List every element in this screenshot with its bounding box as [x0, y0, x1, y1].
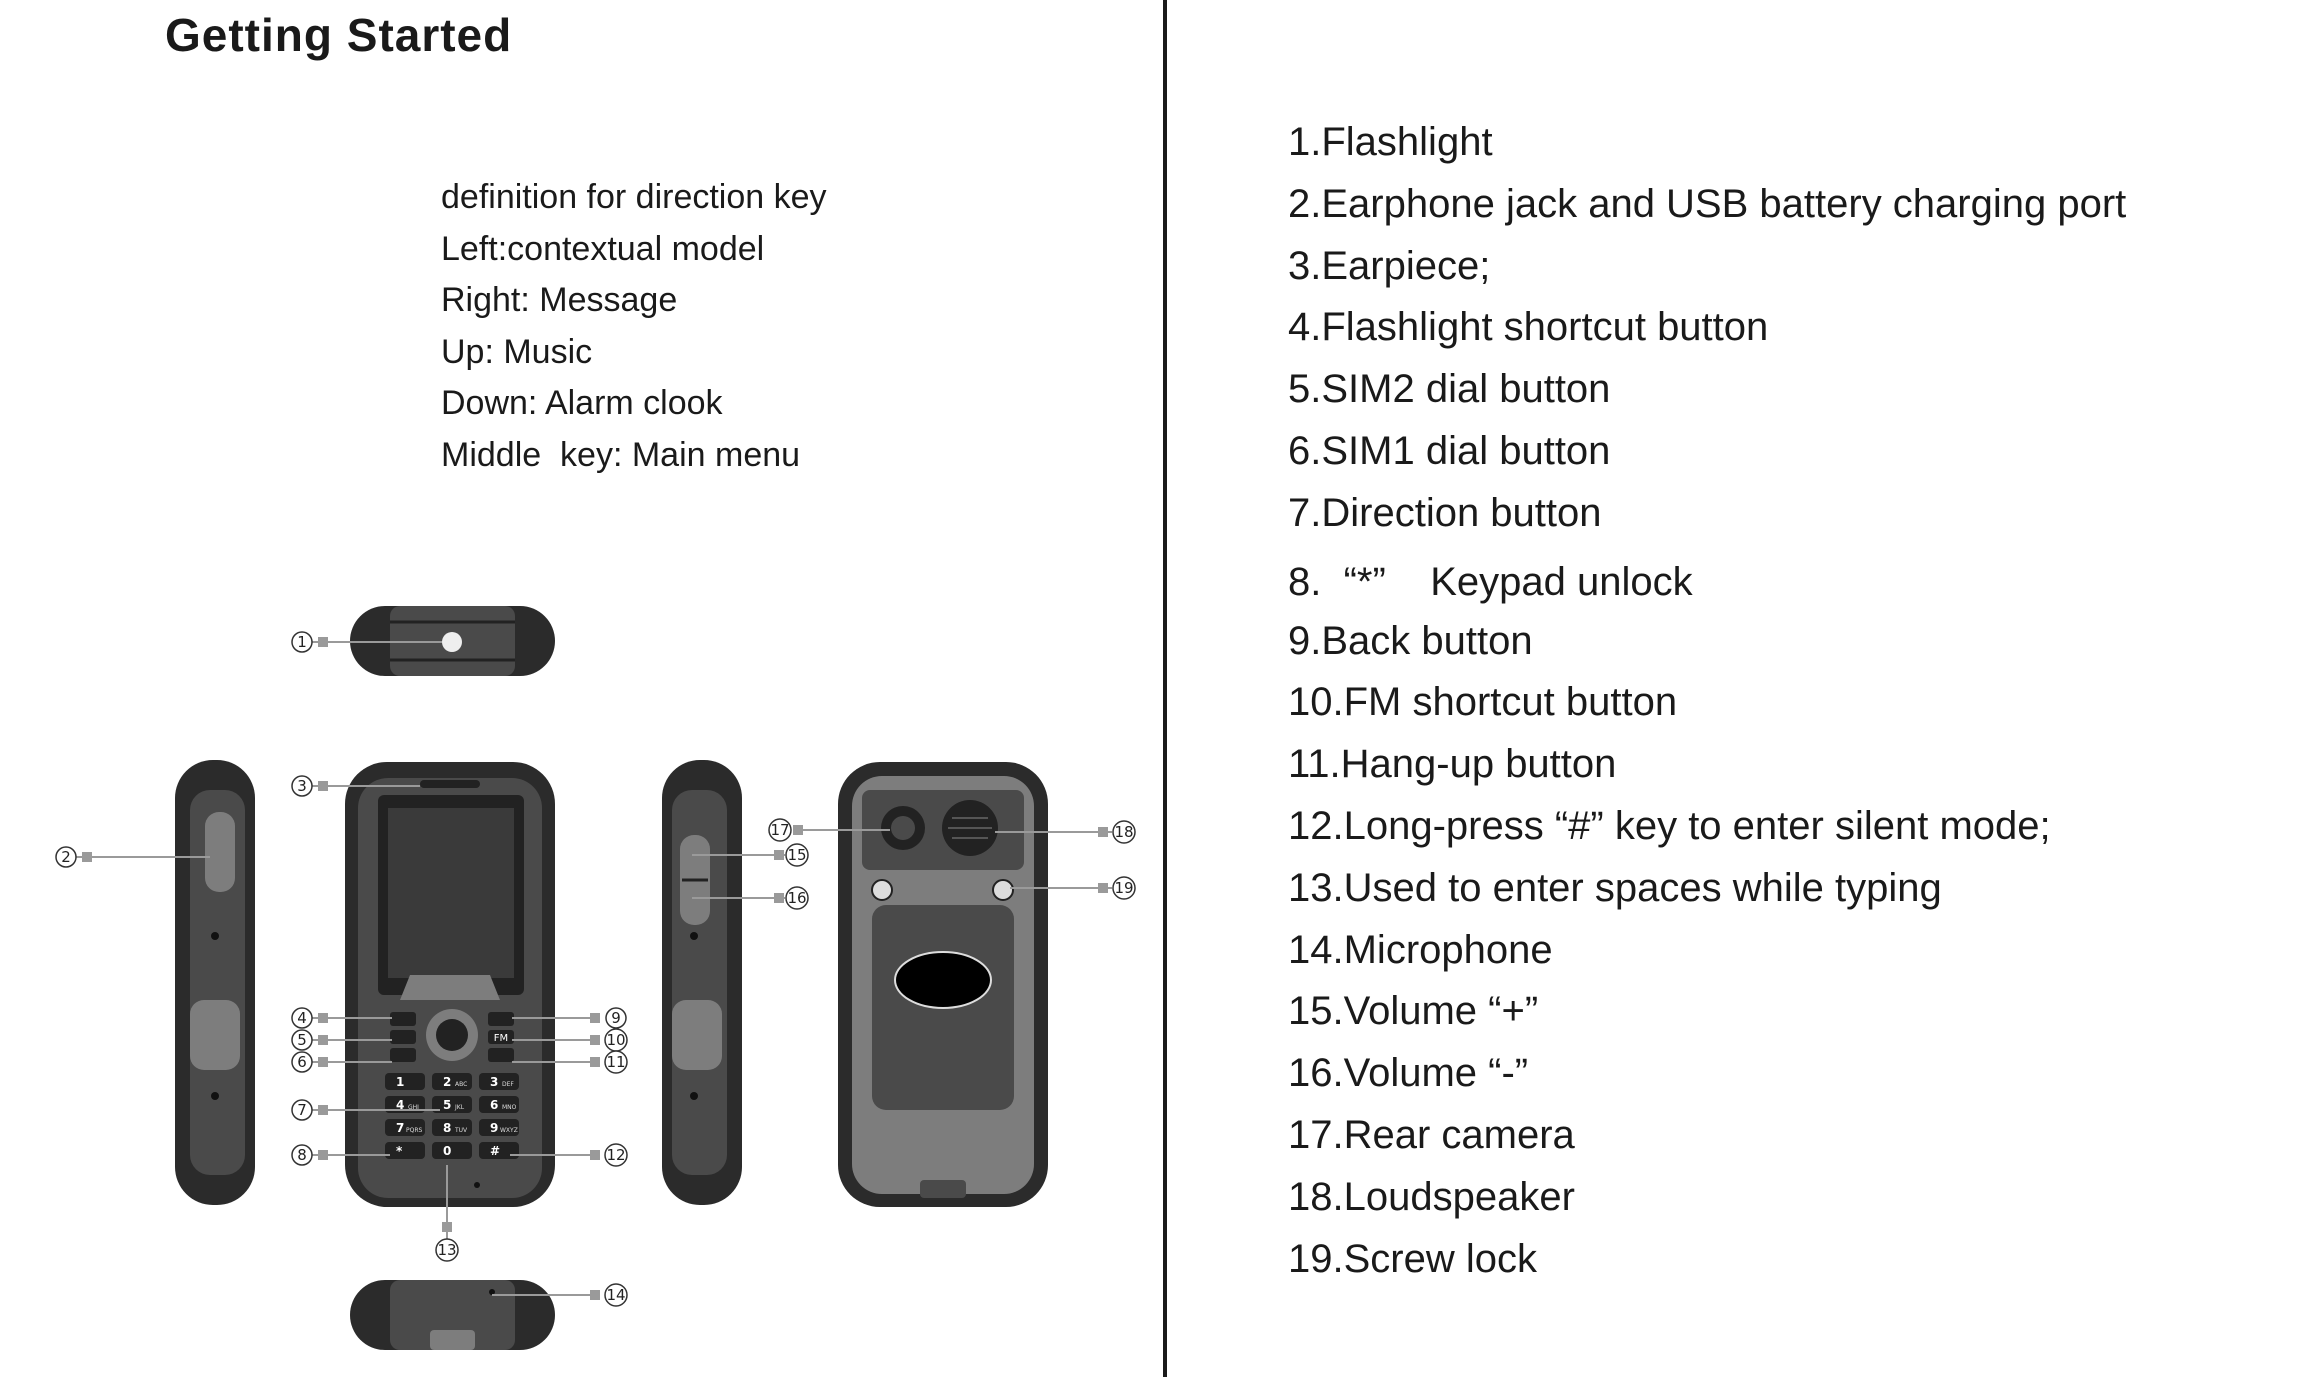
key-7: 7: [396, 1121, 404, 1135]
part-item: 9.Back button: [1288, 618, 1533, 663]
phone-right-side-view: [662, 760, 742, 1205]
key-9: 9: [490, 1121, 498, 1135]
phone-screen: [388, 808, 514, 978]
part-item: 19.Screw lock: [1288, 1236, 1537, 1281]
callout-11: 11: [606, 1053, 625, 1071]
key-2: 2: [443, 1075, 451, 1089]
callout-10: 10: [606, 1031, 625, 1049]
key-7-letters: PQRS: [406, 1127, 423, 1134]
key-hash: #: [490, 1144, 500, 1158]
part-item: 17.Rear camera: [1288, 1112, 1575, 1157]
key-3-letters: DEF: [502, 1081, 514, 1088]
callout-14: 14: [606, 1286, 625, 1304]
key-6-letters: MNO: [502, 1104, 517, 1111]
key-8-letters: TUV: [454, 1127, 468, 1134]
direction-key-middle: Middle key: Main menu: [441, 435, 801, 474]
callout-16: 16: [787, 889, 806, 907]
key-4-letters: GHI: [408, 1104, 419, 1111]
keypad: 1 2 3 4 5 6 7 8 9 * 0 # ABC DEF GHI JKL …: [385, 1073, 519, 1159]
callout-3: 3: [297, 777, 307, 795]
screw-lock-right: [992, 879, 1014, 901]
key-star: *: [396, 1144, 403, 1158]
part-item: 16.Volume “-”: [1288, 1051, 1529, 1096]
direction-key-up: Up: Music: [441, 332, 593, 371]
fm-key-label: FM: [494, 1033, 508, 1044]
phone-bottom-view: [350, 1280, 555, 1350]
key-5-letters: JKL: [454, 1104, 465, 1111]
key-8: 8: [443, 1121, 451, 1135]
earpiece: [420, 780, 480, 788]
part-item: 8. “*” Keypad unlock: [1288, 559, 1693, 604]
part-item: 3.Earpiece;: [1288, 243, 1491, 288]
part-item: 11.Hang-up button: [1288, 742, 1617, 787]
callout-circles: [55, 631, 1136, 1307]
callout-13: 13: [437, 1241, 456, 1259]
part-item: 15.Volume “+”: [1288, 989, 1539, 1034]
parts-list: 1.Flashlight 2.Earphone jack and USB bat…: [1288, 112, 2126, 1290]
part-item: 5.SIM2 dial button: [1288, 367, 1611, 412]
phone-top-view: [350, 606, 555, 676]
callout-markers: [82, 637, 1108, 1300]
phone-diagram: FM 1 2 3 4 5 6 7 8 9: [55, 606, 1136, 1350]
part-item: 13.Used to enter spaces while typing: [1288, 865, 1942, 910]
callout-17: 17: [770, 821, 789, 839]
middle-key: [436, 1019, 468, 1051]
part-item: 14.Microphone: [1288, 927, 1553, 972]
part-item: 4.Flashlight shortcut button: [1288, 305, 1769, 350]
part-item: 10.FM shortcut button: [1288, 680, 1678, 725]
key-5: 5: [443, 1098, 451, 1112]
callout-18: 18: [1114, 823, 1133, 841]
key-6: 6: [490, 1098, 498, 1112]
callout-8: 8: [297, 1146, 307, 1164]
phone-back-view: [838, 762, 1048, 1207]
direction-key-down: Down: Alarm clook: [441, 384, 723, 422]
callout-9: 9: [611, 1009, 621, 1027]
key-9-letters: WXYZ: [500, 1127, 518, 1134]
key-0: 0: [443, 1144, 451, 1158]
direction-key-right: Right: Message: [441, 281, 678, 319]
phone-left-side-view: [175, 760, 255, 1205]
key-1: 1: [396, 1075, 404, 1089]
rear-camera: [891, 816, 915, 840]
screw-lock-left: [871, 879, 893, 901]
callout-7: 7: [297, 1101, 307, 1119]
callout-5: 5: [297, 1031, 307, 1049]
direction-key-left: Left:contextual model: [441, 229, 765, 268]
callout-12: 12: [606, 1146, 625, 1164]
direction-key-heading: definition for direction key: [441, 178, 827, 216]
part-item: 12.Long-press “#” key to enter silent mo…: [1288, 803, 2051, 848]
callout-15: 15: [787, 846, 806, 864]
callout-4: 4: [297, 1009, 307, 1027]
callout-2: 2: [61, 848, 71, 866]
part-item: 6.SIM1 dial button: [1288, 428, 1611, 473]
microphone-hole: [474, 1182, 480, 1188]
part-item: 1.Flashlight: [1288, 120, 1493, 164]
callout-19: 19: [1114, 879, 1133, 897]
part-item: 7.Direction button: [1288, 490, 1602, 535]
key-2-letters: ABC: [455, 1081, 467, 1088]
callout-6: 6: [297, 1053, 307, 1071]
direction-key-definition: definition for direction key Left:contex…: [441, 172, 827, 481]
key-3: 3: [490, 1075, 498, 1089]
usb-port-cover: [205, 812, 235, 892]
callout-1: 1: [297, 633, 307, 651]
part-item: 18.Loudspeaker: [1288, 1174, 1575, 1219]
phone-front-view: FM 1 2 3 4 5 6 7 8 9: [345, 762, 555, 1207]
page-title: Getting Started: [165, 9, 513, 61]
key-4: 4: [396, 1098, 404, 1112]
flashlight-lens: [442, 632, 462, 652]
part-item: 2.Earphone jack and USB battery charging…: [1288, 181, 2127, 226]
page-divider: [1163, 0, 1167, 1377]
